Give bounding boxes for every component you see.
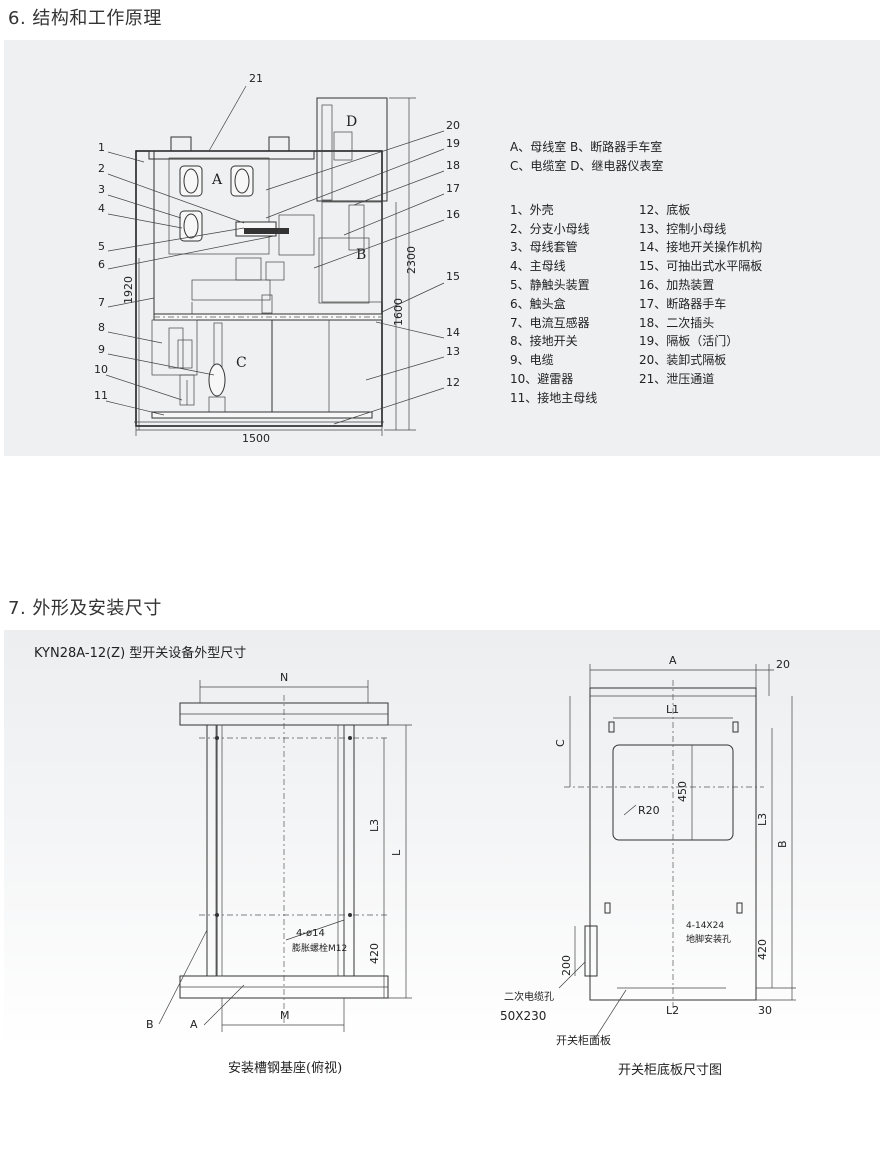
base-label-a: A — [190, 1018, 198, 1031]
legend-item: 17、断路器手车 — [639, 296, 726, 311]
base-drawing — [158, 680, 412, 1032]
parts-legend-left: 1、外壳 2、分支小母线 3、母线套管 4、主母线 5、静触头装置 6、触头盒 … — [510, 203, 597, 405]
plate-cable-size: 50X230 — [500, 1009, 546, 1023]
cabinet-outline — [135, 150, 383, 427]
plate-cable-hole: 二次电缆孔 — [504, 990, 554, 1003]
dimension-drawings: KYN28A-12(Z) 型开关设备外型尺寸 — [34, 645, 796, 1078]
part-label-1: 1 — [98, 141, 105, 154]
compartment-legend-1: A、母线室 B、断路器手车室 — [510, 139, 662, 154]
part-label-8: 8 — [98, 321, 105, 334]
part-label-9: 9 — [98, 343, 105, 356]
part-label-11: 11 — [94, 389, 108, 402]
legend-item: 6、触头盒 — [510, 296, 566, 311]
legend-item: 11、接地主母线 — [510, 390, 597, 405]
part-labels-left: 1 2 3 4 5 6 7 8 9 10 11 — [94, 141, 108, 402]
plate-hole-note: 地脚安装孔 — [686, 933, 731, 945]
leader-lines-right — [208, 85, 445, 425]
part-label-19: 19 — [446, 137, 460, 150]
floor-plate-drawing — [558, 664, 796, 1041]
structure-diagram: A D B C 1 2 3 4 5 6 7 8 9 10 11 — [94, 72, 762, 445]
plate-panel-label: 开关柜面板 — [556, 1033, 611, 1047]
section7-title: 7. 外形及安装尺寸 — [8, 598, 162, 619]
plate-dim-20: 20 — [776, 658, 790, 671]
zone-b-label: B — [356, 247, 366, 263]
plate-drawing-caption: 开关柜底板尺寸图 — [618, 1062, 722, 1078]
legend-item: 5、静触头装置 — [510, 278, 590, 292]
part-label-20: 20 — [446, 119, 460, 132]
legend-item: 19、隔板（活门） — [639, 333, 738, 348]
part-label-16: 16 — [446, 208, 460, 221]
legend-item: 10、避雷器 — [510, 372, 573, 386]
plate-dim-r20: R20 — [638, 804, 660, 817]
plate-dim-30: 30 — [758, 1004, 772, 1017]
plate-dim-450: 450 — [676, 781, 689, 802]
legend-item: 1、外壳 — [510, 203, 554, 217]
legend-item: 16、加热装置 — [639, 278, 714, 292]
legend-item: 9、电缆 — [510, 353, 554, 367]
part-label-15: 15 — [446, 270, 460, 283]
legend-item: 13、控制小母线 — [639, 222, 726, 236]
base-drawing-caption: 安装槽钢基座(俯视) — [228, 1060, 342, 1076]
plate-dim-a: A — [669, 654, 677, 667]
base-dim-l: L — [390, 849, 403, 856]
plate-dim-c: C — [554, 739, 567, 747]
dimension-1600: 1600 — [392, 298, 405, 326]
plate-dim-l1: L1 — [666, 703, 679, 716]
part-label-4: 4 — [98, 202, 105, 215]
parts-legend-right: 12、底板 13、控制小母线 14、接地开关操作机构 15、可抽出式水平隔板 1… — [639, 202, 762, 386]
legend-item: 18、二次插头 — [639, 316, 714, 330]
base-dim-420: 420 — [368, 943, 381, 964]
dimension-1500: 1500 — [242, 432, 270, 445]
plate-dim-l2: L2 — [666, 1004, 679, 1017]
plate-dim-420: 420 — [756, 939, 769, 960]
base-bolt-label: 4-ø14 — [296, 928, 325, 939]
part-label-7: 7 — [98, 296, 105, 309]
dimension-1920: 1920 — [122, 276, 135, 304]
part-label-10: 10 — [94, 363, 108, 376]
legend-item: 15、可抽出式水平隔板 — [639, 259, 762, 273]
part-label-2: 2 — [98, 162, 105, 175]
part-label-13: 13 — [446, 345, 460, 358]
plate-dim-200: 200 — [560, 955, 573, 976]
legend-item: 12、底板 — [639, 202, 690, 217]
dimension-lines — [135, 97, 416, 436]
plate-dim-b: B — [776, 840, 789, 848]
part-labels-right: 21 20 19 18 17 16 15 14 13 12 — [249, 72, 460, 389]
legend-item: 2、分支小母线 — [510, 222, 590, 236]
dimensions-panel: KYN28A-12(Z) 型开关设备外型尺寸 — [4, 630, 880, 1156]
zone-c-label: C — [236, 355, 247, 371]
legend-item: 4、主母线 — [510, 259, 566, 273]
drawings-subtitle: KYN28A-12(Z) 型开关设备外型尺寸 — [34, 645, 246, 661]
plate-dim-l3: L3 — [756, 813, 769, 826]
leader-lines-left — [105, 151, 275, 416]
section6-title: 6. 结构和工作原理 — [8, 8, 162, 29]
legend-item: 20、装卸式隔板 — [639, 352, 726, 367]
part-label-12: 12 — [446, 376, 460, 389]
compartment-legend-2: C、电缆室 D、继电器仪表室 — [510, 158, 663, 173]
part-label-5: 5 — [98, 240, 105, 253]
zone-a-label: A — [211, 172, 223, 188]
structure-diagram-panel: A D B C 1 2 3 4 5 6 7 8 9 10 11 — [4, 40, 880, 456]
base-label-b: B — [146, 1018, 154, 1031]
part-label-14: 14 — [446, 326, 460, 339]
base-bolt-note: 膨胀螺栓M12 — [292, 942, 347, 954]
legend-item: 14、接地开关操作机构 — [639, 239, 762, 254]
zone-d-label: D — [346, 114, 357, 130]
part-label-17: 17 — [446, 182, 460, 195]
relay-compartment-outline — [316, 97, 388, 202]
plate-hole-label: 4-14X24 — [686, 921, 724, 931]
base-dim-n: N — [280, 671, 288, 684]
legend-item: 8、接地开关 — [510, 333, 578, 348]
dimension-2300: 2300 — [405, 246, 418, 274]
base-dim-m: M — [280, 1009, 290, 1022]
legend-item: 3、母线套管 — [510, 239, 578, 254]
part-label-18: 18 — [446, 159, 460, 172]
part-label-21: 21 — [249, 72, 263, 85]
part-label-3: 3 — [98, 183, 105, 196]
legend-item: 7、电流互感器 — [510, 315, 590, 330]
base-dim-l3: L3 — [368, 819, 381, 832]
legend-item: 21、泄压通道 — [639, 372, 714, 386]
part-label-6: 6 — [98, 258, 105, 271]
